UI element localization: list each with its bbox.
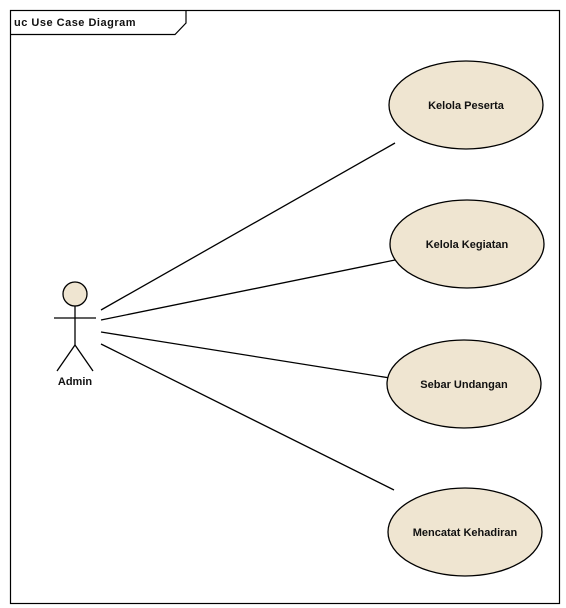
association-line xyxy=(100,331,391,379)
use-case-kelola-peserta[interactable]: Kelola Peserta xyxy=(388,60,544,150)
use-case-label: Kelola Peserta xyxy=(428,100,505,112)
use-case-label: Kelola Kegiatan xyxy=(426,239,509,251)
frame-title-tab xyxy=(10,10,187,36)
use-case-ellipse xyxy=(386,339,542,429)
association-line xyxy=(100,343,395,491)
use-case-kelola-kegiatan[interactable]: Kelola Kegiatan xyxy=(389,199,545,289)
use-case-ellipse xyxy=(387,487,543,577)
actor-name: Admin xyxy=(58,376,93,388)
associations xyxy=(100,142,396,491)
use-case-ellipse xyxy=(389,199,545,289)
use-case-ellipse xyxy=(388,60,544,150)
actor-right-leg xyxy=(74,344,94,372)
actor-head-icon xyxy=(62,281,88,307)
use-case-mencatat-kehadiran[interactable]: Mencatat Kehadiran xyxy=(387,487,543,577)
association-line xyxy=(100,259,396,321)
use-case-sebar-undangan[interactable]: Sebar Undangan xyxy=(386,339,542,429)
actor-left-leg xyxy=(56,344,76,372)
use-case-label: Mencatat Kehadiran xyxy=(413,527,518,539)
frame-title: uc Use Case Diagram xyxy=(14,17,136,29)
actor-admin[interactable]: Admin xyxy=(54,281,96,388)
use-case-label: Sebar Undangan xyxy=(420,379,508,391)
association-line xyxy=(100,142,396,311)
